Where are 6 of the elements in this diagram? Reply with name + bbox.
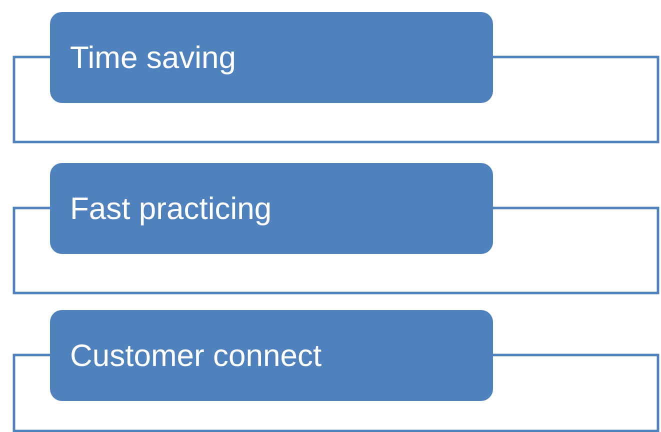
item-text: Customer connect xyxy=(70,338,322,374)
list-item-box xyxy=(50,163,493,254)
list-item-box xyxy=(50,12,493,103)
list-item-box xyxy=(50,310,493,401)
item-text: Time saving xyxy=(70,40,236,76)
item-text: Fast practicing xyxy=(70,190,272,226)
